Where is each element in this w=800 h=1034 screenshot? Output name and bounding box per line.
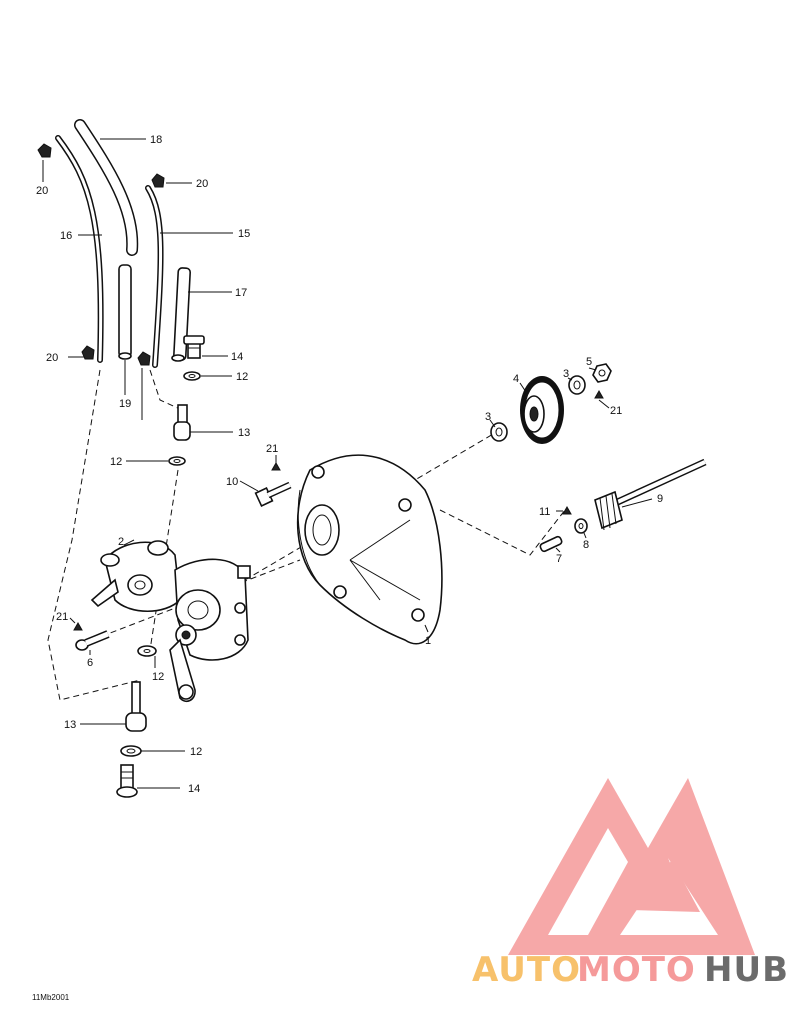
callout-16: 16 — [60, 230, 72, 242]
pump-cover-1 — [296, 454, 443, 645]
callout-21-c: 21 — [610, 405, 622, 417]
reference-line-shaft — [439, 509, 566, 556]
callout-2: 2 — [118, 536, 124, 548]
washer-3-right — [568, 375, 586, 395]
washer-12-bottom — [120, 745, 142, 757]
washer-12-top-2 — [168, 456, 186, 466]
callout-12-a: 12 — [236, 371, 248, 383]
callout-18: 18 — [150, 134, 162, 146]
clamp-20-top-left — [37, 143, 52, 158]
callout-14-top: 14 — [231, 351, 243, 363]
callout-1: 1 — [425, 635, 431, 647]
reference-line-hose — [47, 369, 141, 701]
oil-pump-2 — [90, 540, 251, 702]
nut-21-b — [73, 621, 83, 631]
banjo-bolt-14-bottom — [116, 764, 138, 798]
clamp-20-mid-left — [81, 345, 95, 360]
callout-11: 11 — [539, 506, 550, 518]
callout-7: 7 — [556, 553, 562, 565]
nut-21-c — [594, 389, 604, 399]
watermark-brand-moto: MOTO — [577, 950, 696, 990]
callout-21-b: 21 — [56, 611, 68, 623]
callout-4: 4 — [513, 373, 519, 385]
callout-17: 17 — [235, 287, 247, 299]
callout-6: 6 — [87, 657, 93, 669]
callout-8: 8 — [583, 539, 589, 551]
watermark-logo — [508, 778, 755, 955]
washer-8 — [574, 518, 588, 534]
clamp-20-mid — [137, 351, 151, 366]
callout-9: 9 — [657, 493, 663, 505]
callout-20-b: 20 — [196, 178, 208, 190]
shaft-9 — [594, 458, 707, 531]
callout-20-c: 20 — [46, 352, 58, 364]
callout-12-c: 12 — [152, 671, 164, 683]
watermark-brand-hub: HUB — [704, 950, 789, 990]
watermark-text: AUTO MOTO HUB — [472, 950, 789, 990]
washer-3-left — [490, 422, 508, 442]
callout-labels: 18 20 16 15 17 20 19 20 14 12 13 12 21 1… — [36, 134, 663, 795]
washer-12-mid — [137, 645, 157, 657]
callout-13-top: 13 — [238, 427, 250, 439]
callout-13-bottom: 13 — [64, 719, 76, 731]
callout-10: 10 — [226, 476, 238, 488]
hose-16 — [55, 135, 104, 363]
washer-12-top-1 — [183, 371, 201, 381]
nut-11 — [562, 505, 572, 515]
watermark-brand-auto: AUTO — [472, 950, 581, 990]
pin-7 — [539, 535, 563, 553]
banjo-bolt-14-top — [183, 335, 205, 359]
figure-code: 11Mb2001 — [32, 993, 70, 1002]
callout-21-a: 21 — [266, 443, 278, 455]
gear-4 — [520, 376, 564, 444]
callout-3-left: 3 — [485, 411, 491, 423]
callout-20-a: 20 — [36, 185, 48, 197]
clamp-20-top-right — [151, 173, 165, 188]
banjo-fitting-13-bottom — [125, 681, 147, 732]
callout-14-bottom: 14 — [188, 783, 200, 795]
nut-21-a — [271, 461, 281, 471]
bolt-6 — [75, 630, 110, 651]
hose-15 — [145, 185, 164, 368]
nut-5 — [592, 363, 612, 383]
hose-18 — [74, 119, 139, 256]
reference-line-small-hose — [149, 369, 183, 411]
banjo-fitting-13-top — [173, 404, 191, 441]
callout-19: 19 — [119, 398, 131, 410]
callout-5: 5 — [586, 356, 592, 368]
hose-19 — [118, 264, 132, 360]
callout-12-d: 12 — [190, 746, 202, 758]
callout-12-b: 12 — [110, 456, 122, 468]
bolt-10 — [254, 481, 292, 507]
callout-15: 15 — [238, 228, 250, 240]
callout-3-right: 3 — [563, 368, 569, 380]
